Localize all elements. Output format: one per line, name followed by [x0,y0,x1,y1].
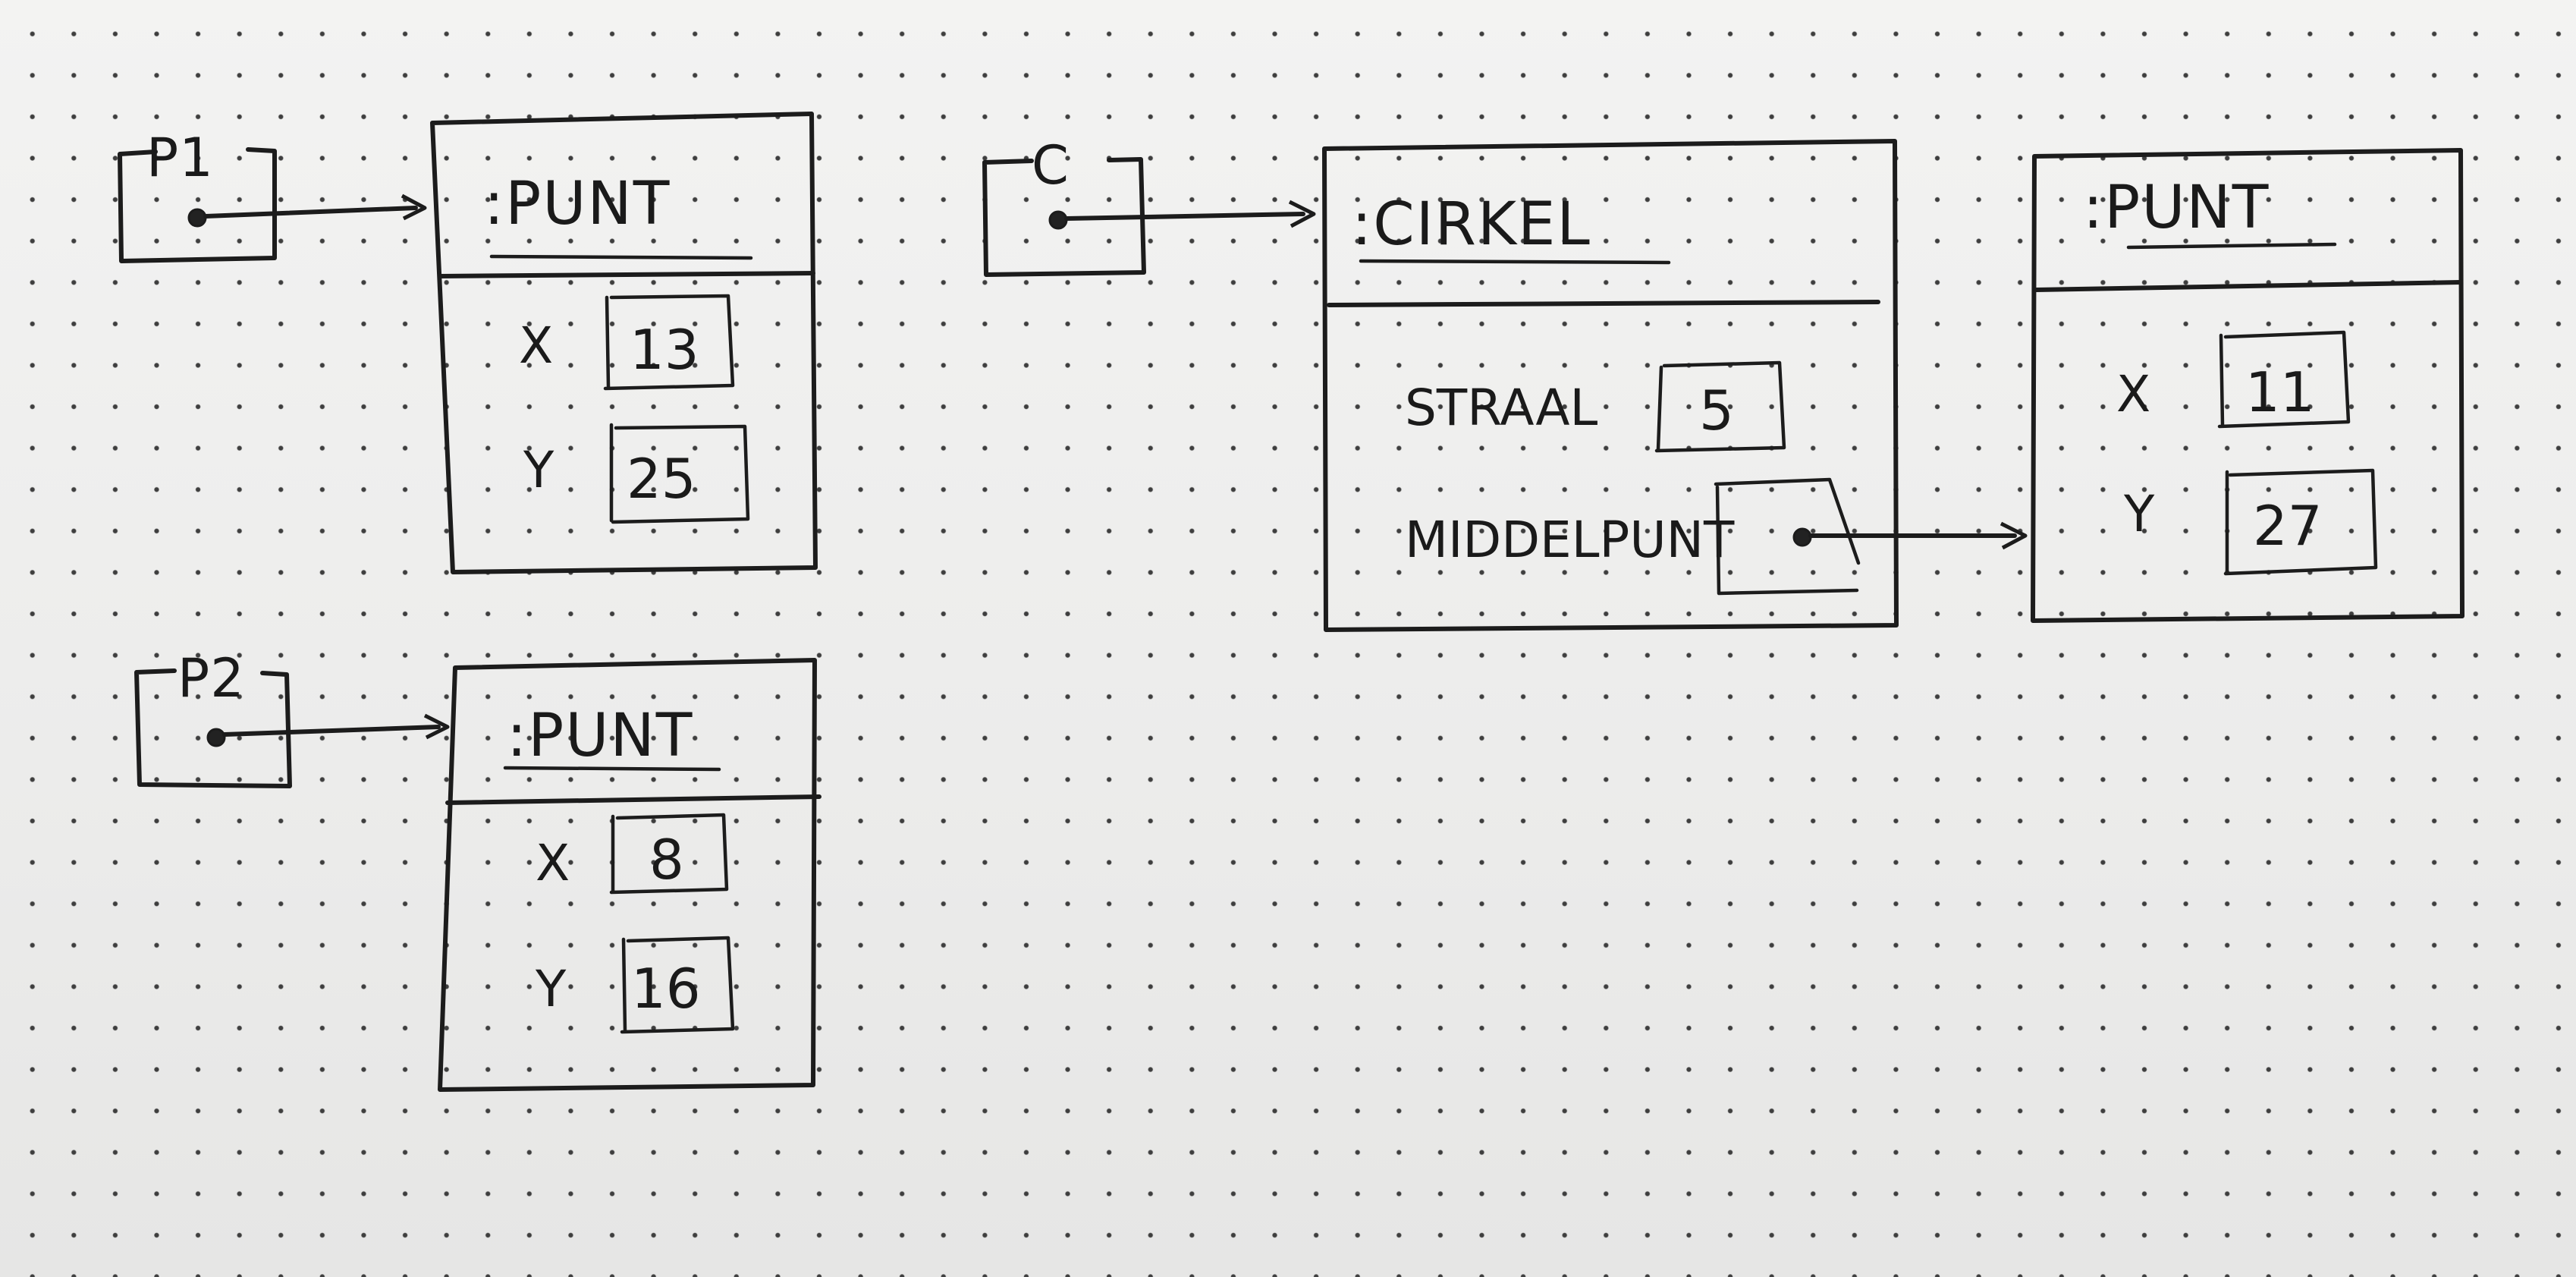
object-punt-1-header: :PUNT [484,170,671,238]
object-cirkel-header: :CIRKEL [1352,190,1591,259]
reference-c-pointer-dot [1048,210,1068,230]
object-punt-2-field-x-box [609,813,729,895]
reference-p1: P1 [118,127,427,263]
object-punt-2: :PUNT X 8 Y 16 [438,658,821,1092]
reference-c-arrow [1064,212,1305,221]
reference-p2-arrow [222,725,441,737]
reference-p2-box [134,668,292,788]
reference-p2-label: P2 [177,647,245,709]
reference-p2-pointer-dot [206,728,226,747]
object-cirkel-divider [1327,300,1880,307]
object-cirkel-middelpunt-arrow-head [2000,521,2028,550]
object-punt-1-divider [438,271,815,278]
object-punt-2-field-y-name: Y [535,960,567,1018]
object-cirkel-field-straal-box [1654,360,1786,453]
object-punt-2-box [438,658,817,1092]
reference-p2: P2 [134,647,450,788]
object-cirkel-field-straal-name: STRAAL [1405,379,1598,437]
object-cirkel-middelpunt-pointer-dot [1792,527,1812,547]
object-cirkel: :CIRKEL STRAAL 5 MIDDELPUNT [1322,139,2028,632]
object-cirkel-field-straal-value: 5 [1699,379,1734,442]
object-cirkel-box [1322,139,1899,632]
object-punt-1-header-underline [489,254,753,260]
reference-c: C [982,134,1316,277]
object-punt-2-field-y-box [620,936,735,1034]
object-punt-3-box [2031,148,2464,623]
object-punt-3: :PUNT X 11 Y 27 [2031,148,2464,623]
object-punt-2-header-underline [503,766,721,772]
reference-p1-box [118,147,277,263]
object-punt-1-field-x-box [603,294,735,391]
object-punt-3-field-y-value: 27 [2253,494,2323,558]
object-cirkel-header-underline [1359,259,1671,265]
object-punt-1-field-y-value: 25 [627,447,696,511]
object-punt-2-field-x-name: X [536,834,570,892]
object-punt-1-field-x-value: 13 [630,318,699,382]
object-punt-1-field-y-box [609,423,750,524]
reference-c-arrow-head [1288,200,1316,228]
object-punt-3-header-underline [2126,242,2337,250]
object-punt-1: :PUNT X 13 Y 25 [430,112,818,574]
object-cirkel-field-middelpunt-name: MIDDELPUNT [1405,511,1735,569]
object-punt-2-field-y-value: 16 [631,957,701,1021]
object-punt-3-header: :PUNT [2083,174,2270,242]
object-punt-3-divider [2034,280,2463,292]
object-punt-1-field-y-name: Y [523,441,554,499]
reference-c-label: C [1032,134,1070,197]
object-punt-3-field-x-value: 11 [2245,360,2315,424]
object-punt-2-field-x-value: 8 [649,828,684,892]
object-punt-2-divider [445,794,821,805]
reference-p1-arrow-head [401,193,427,221]
reference-p1-arrow [203,206,418,219]
reference-p1-pointer-dot [187,208,207,228]
reference-c-box [982,157,1146,277]
object-punt-3-field-y-box [2223,468,2378,576]
reference-p2-arrow-head [423,713,450,740]
object-punt-3-field-y-name: Y [2123,485,2155,543]
object-punt-2-header: :PUNT [507,702,693,770]
object-punt-1-box [430,112,818,574]
object-punt-3-field-x-box [2217,330,2351,429]
object-punt-1-field-x-name: X [519,316,553,375]
reference-p1-label: P1 [146,127,214,189]
object-punt-3-field-x-name: X [2116,365,2150,423]
